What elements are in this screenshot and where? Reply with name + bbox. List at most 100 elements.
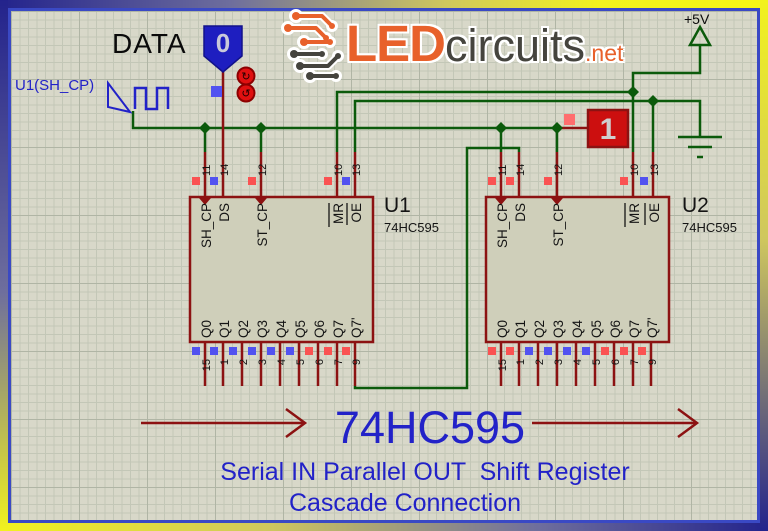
pin-state-indicator (305, 347, 313, 355)
svg-text:Q7: Q7 (331, 320, 346, 338)
svg-text:5: 5 (295, 359, 307, 365)
clock-edge-mark (495, 198, 507, 205)
oe-ground-wire (653, 99, 702, 136)
svg-text:Q1: Q1 (217, 320, 232, 338)
pin-state-indicator (229, 347, 237, 355)
svg-text:Q3: Q3 (551, 320, 566, 338)
clock-generator-icon (107, 80, 170, 114)
svg-text:11: 11 (201, 165, 213, 176)
svg-text:5: 5 (591, 359, 603, 365)
active-low-overlines (624, 203, 646, 227)
data-label: DATA (112, 28, 187, 59)
logo: LEDcircuits.net (346, 14, 623, 73)
toggle-down-button[interactable] (236, 83, 256, 103)
svg-text:MR: MR (627, 203, 642, 224)
svg-text:9: 9 (647, 359, 659, 365)
pin-state-indicator (640, 177, 648, 185)
clock-net-label: U1(SH_CP) (15, 77, 95, 94)
logo-led: LED (346, 15, 446, 72)
svg-text:3: 3 (553, 359, 565, 365)
svg-text:9: 9 (351, 359, 363, 365)
svg-text:Q3: Q3 (255, 320, 270, 338)
pin-state-indicator (544, 177, 552, 185)
svg-text:Q1: Q1 (513, 320, 528, 338)
svg-text:1: 1 (515, 359, 527, 365)
pin-state-indicator (488, 347, 496, 355)
logo-tld: .net (585, 40, 624, 66)
u1-part-number: 74HC595 (384, 220, 439, 235)
cascade-wire (353, 146, 521, 390)
data-probe-flag[interactable] (203, 25, 243, 73)
left-arrow-icon (285, 407, 308, 439)
u2-state-indicators (488, 177, 648, 355)
power-label: +5V (684, 11, 710, 27)
power-feed-wire (631, 45, 702, 92)
clock-edge-mark (199, 198, 211, 205)
svg-text:OE: OE (647, 203, 662, 223)
pin-state-indicator (620, 347, 628, 355)
pin-state-indicator (286, 347, 294, 355)
pin-state-indicator (248, 177, 256, 185)
svg-text:2: 2 (238, 359, 250, 365)
logicstate-value: 1 (600, 113, 617, 146)
pin-state-indicator (210, 347, 218, 355)
u1-state-indicators (192, 177, 350, 355)
pin-state-indicator (192, 177, 200, 185)
junction-dots (199, 86, 659, 134)
chip-pins (203, 152, 655, 386)
svg-text:MR: MR (331, 203, 346, 224)
active-low-overlines (328, 203, 348, 227)
svg-text:10: 10 (629, 164, 641, 176)
pin-state-indicator (620, 177, 628, 185)
svg-text:Q5: Q5 (293, 320, 308, 338)
pin-state-indicator (544, 347, 552, 355)
svg-text:11: 11 (497, 165, 509, 176)
svg-text:Q7': Q7' (349, 317, 364, 338)
chip-u2: SH_CP DS ST_CP MR OE Q0 Q1 Q2 Q3 Q4 Q5 Q… (484, 164, 671, 371)
svg-text:12: 12 (257, 164, 269, 176)
caption-line2: Cascade Connection (288, 489, 522, 517)
svg-text:Q0: Q0 (199, 320, 214, 338)
svg-text:Q6: Q6 (312, 320, 327, 338)
u1-ref: U1 (384, 194, 411, 217)
logicstate-box[interactable]: 1 (557, 108, 630, 149)
svg-text:3: 3 (257, 359, 269, 365)
clock-edge-mark (551, 198, 563, 205)
svg-text:Q4: Q4 (274, 319, 289, 338)
oe-net-wire (353, 99, 653, 152)
svg-text:ST_CP: ST_CP (551, 203, 566, 247)
svg-text:ST_CP: ST_CP (255, 203, 270, 247)
svg-text:15: 15 (497, 359, 509, 371)
pin-state-indicator (525, 347, 533, 355)
frame-top (0, 0, 768, 8)
pin-state-indicator (563, 347, 571, 355)
data-net-state-indicator (211, 86, 222, 97)
chip-u1-body (188, 195, 375, 344)
pin-state-indicator (324, 347, 332, 355)
pin-state-indicator (342, 347, 350, 355)
svg-text:6: 6 (610, 359, 622, 365)
svg-text:Q2: Q2 (532, 320, 547, 338)
frame-right (760, 0, 768, 531)
caption-arrows (141, 407, 700, 439)
svg-text:Q4: Q4 (570, 319, 585, 338)
svg-text:13: 13 (351, 164, 363, 176)
svg-text:DS: DS (217, 203, 232, 222)
svg-text:6: 6 (314, 359, 326, 365)
right-arrow-icon (677, 407, 700, 439)
pin-state-indicator (342, 177, 350, 185)
svg-text:SH_CP: SH_CP (495, 203, 510, 248)
pin-state-indicator (324, 177, 332, 185)
frame-left (0, 0, 8, 531)
clock-edge-mark (255, 198, 267, 205)
pin-state-indicator (210, 177, 218, 185)
svg-text:SH_CP: SH_CP (199, 203, 214, 248)
pin-state-indicator (601, 347, 609, 355)
logicstate-body[interactable] (586, 108, 630, 149)
pin-state-indicator (582, 347, 590, 355)
data-probe[interactable]: 0 ↻ ↺ (203, 25, 256, 197)
pin-state-indicator (638, 347, 646, 355)
toggle-arrow-icon: ↺ (241, 87, 250, 100)
chip-u2-body (484, 195, 671, 344)
